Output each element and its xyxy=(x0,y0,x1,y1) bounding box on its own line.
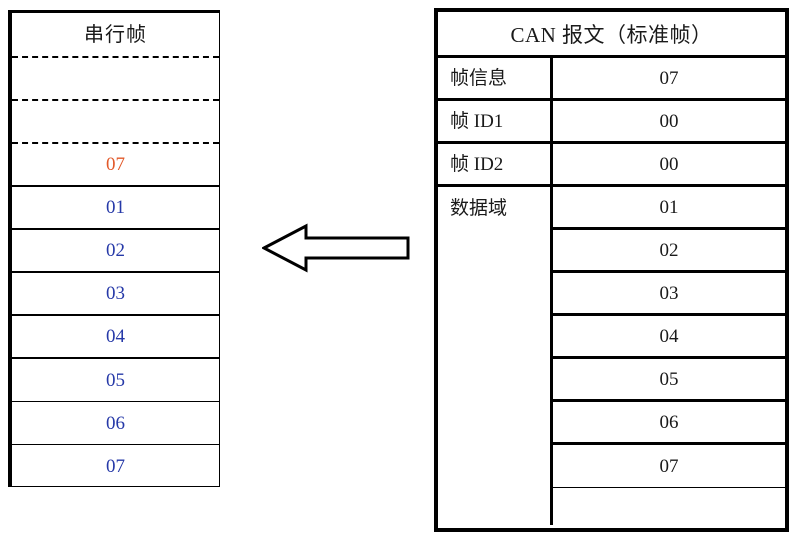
serial-frame-placeholder-row-2 xyxy=(12,101,219,144)
can-value-frame-id2: 00 xyxy=(553,144,785,187)
can-label-frame-id1: 帧 ID1 xyxy=(438,101,550,144)
serial-frame-placeholder-row-1 xyxy=(12,58,219,101)
can-data-cell-5: 06 xyxy=(553,402,785,445)
can-label-column: 帧信息 帧 ID1 帧 ID2 数据域 xyxy=(438,58,553,525)
serial-frame-cell-1: 01 xyxy=(12,187,219,230)
can-data-cell-7 xyxy=(553,488,785,531)
conversion-arrow xyxy=(262,222,410,274)
serial-frame-cell-2: 02 xyxy=(12,230,219,273)
can-value-frame-info: 07 xyxy=(553,58,785,101)
serial-frame-cell-3: 03 xyxy=(12,273,219,316)
can-message-title: CAN 报文（标准帧） xyxy=(438,12,785,58)
serial-frame-table: 串行帧 07 01 02 03 04 05 06 07 xyxy=(8,10,220,487)
can-value-frame-id1: 00 xyxy=(553,101,785,144)
can-value-column: 07 00 00 01 02 03 04 05 06 07 xyxy=(553,58,785,525)
can-label-frame-id2: 帧 ID2 xyxy=(438,144,550,187)
can-data-cell-2: 03 xyxy=(553,273,785,316)
can-data-cell-6: 07 xyxy=(553,445,785,488)
serial-frame-cell-0: 07 xyxy=(12,144,219,187)
can-data-cell-4: 05 xyxy=(553,359,785,402)
can-data-cell-1: 02 xyxy=(553,230,785,273)
can-message-body: 帧信息 帧 ID1 帧 ID2 数据域 07 00 00 01 02 03 04… xyxy=(438,58,785,525)
can-data-cell-0: 01 xyxy=(553,187,785,230)
can-data-cell-3: 04 xyxy=(553,316,785,359)
serial-frame-cell-6: 06 xyxy=(12,402,219,445)
can-label-frame-info: 帧信息 xyxy=(438,58,550,101)
can-label-data-field: 数据域 xyxy=(450,198,508,219)
left-arrow-icon xyxy=(262,223,410,273)
serial-frame-cell-5: 05 xyxy=(12,359,219,402)
serial-frame-cell-7: 07 xyxy=(106,456,125,477)
can-message-table: CAN 报文（标准帧） 帧信息 帧 ID1 帧 ID2 数据域 07 00 00… xyxy=(434,8,789,532)
serial-frame-cell-4: 04 xyxy=(12,316,219,359)
serial-frame-title: 串行帧 xyxy=(12,13,219,58)
